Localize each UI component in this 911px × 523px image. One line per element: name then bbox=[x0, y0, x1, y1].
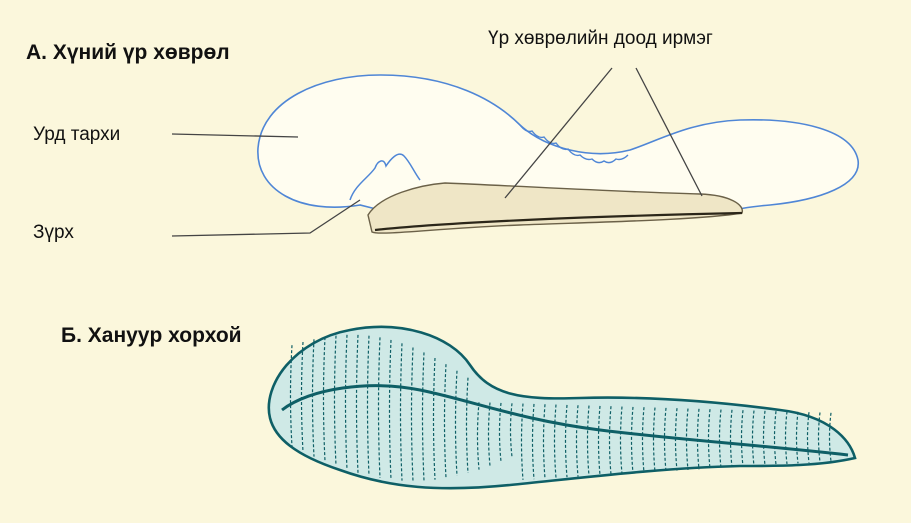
heart-label: Зүрх bbox=[33, 222, 74, 244]
leech-drawing bbox=[269, 327, 855, 488]
human-embryo-drawing bbox=[258, 75, 858, 233]
panel-a-title: А. Хүний үр хөврөл bbox=[26, 41, 230, 65]
panel-b-title: Б. Ханууp хорхой bbox=[61, 324, 242, 348]
forebrain-label: Урд тархи bbox=[33, 124, 120, 146]
lower-edge-label: Үр хөврөлийн доод ирмэг bbox=[488, 28, 713, 50]
